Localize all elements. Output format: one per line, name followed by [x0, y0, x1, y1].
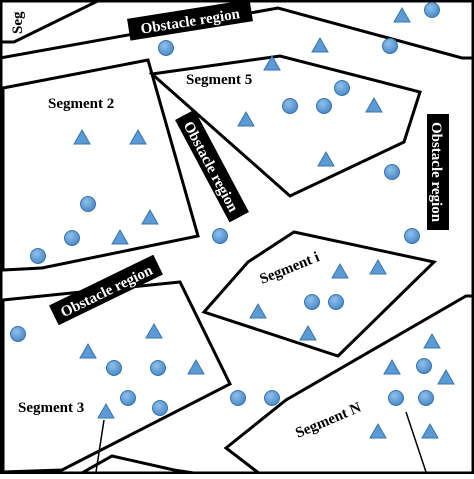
triangle-node-icon [111, 228, 129, 245]
triangle-node-icon [421, 422, 439, 439]
triangle-node-icon [79, 342, 97, 359]
circle-node-icon [388, 390, 404, 406]
triangle-node-icon [129, 128, 147, 145]
circle-node-icon [328, 294, 344, 310]
circle-node-icon [106, 360, 122, 376]
segment-n-leader [405, 411, 427, 473]
triangle-node-icon [383, 358, 401, 375]
segment-i-polygon [201, 230, 438, 358]
segment-2-label: Segment 2 [48, 96, 114, 112]
triangle-node-icon [437, 368, 455, 385]
triangle-node-icon [369, 258, 387, 275]
circle-node-icon [158, 40, 174, 56]
triangle-node-icon [145, 322, 163, 339]
triangle-node-icon [331, 262, 349, 279]
circle-node-icon [316, 98, 332, 114]
circle-node-icon [120, 390, 136, 406]
triangle-node-icon [393, 6, 411, 23]
obstacle-right-banner: Obstacle region [427, 114, 449, 230]
triangle-node-icon [237, 110, 255, 127]
triangle-nodes [73, 6, 455, 439]
circle-node-icon [30, 248, 46, 264]
segment-i-label: Segment i [258, 249, 322, 287]
circle-node-icon [404, 228, 420, 244]
segment-3-polygon [1, 280, 232, 474]
circle-node-icon [334, 80, 350, 96]
triangle-node-icon [311, 36, 329, 53]
triangle-node-icon [263, 54, 281, 71]
segment-5-label: Segment 5 [186, 72, 252, 88]
segment-1-polygon [0, 0, 104, 44]
triangle-node-icon [369, 422, 387, 439]
triangle-node-icon [73, 128, 91, 145]
segment-3-leader [95, 419, 105, 473]
circle-node-icon [150, 360, 166, 376]
triangle-node-icon [97, 402, 115, 419]
circle-node-icon [10, 326, 26, 342]
obstacle-top-banner: Obstacle region [127, 0, 253, 41]
triangle-node-icon [423, 332, 441, 349]
obstacle-right-label: Obstacle region [428, 122, 444, 223]
triangle-node-icon [141, 208, 159, 225]
circle-node-icon [418, 390, 434, 406]
segment-5-polygon [148, 54, 422, 198]
triangle-node-icon [365, 96, 383, 113]
circle-node-icon [230, 390, 246, 406]
triangle-node-icon [299, 324, 317, 341]
triangle-node-icon [317, 150, 335, 167]
circle-node-icon [80, 196, 96, 212]
circle-node-icon [304, 294, 320, 310]
segment-top-middle-polygon [0, 0, 474, 60]
circle-node-icon [384, 164, 400, 180]
circle-node-icon [282, 98, 298, 114]
triangle-node-icon [249, 302, 267, 319]
segment-n-polygon [223, 294, 474, 476]
circle-node-icon [382, 38, 398, 54]
leader-lines [95, 411, 427, 473]
circle-nodes [10, 2, 440, 416]
circle-node-icon [212, 228, 228, 244]
circle-node-icon [424, 2, 440, 18]
segment-1-label: Seg [10, 11, 26, 34]
triangle-node-icon [187, 358, 205, 375]
circle-node-icon [416, 358, 432, 374]
circle-node-icon [264, 390, 280, 406]
segment-3-label: Segment 3 [18, 400, 84, 416]
circle-node-icon [152, 400, 168, 416]
segment-2-polygon [1, 58, 200, 272]
obstacle-left-banner: Obstacle region [49, 254, 163, 326]
segment-n-label: Segment N [293, 400, 363, 442]
circle-node-icon [64, 230, 80, 246]
